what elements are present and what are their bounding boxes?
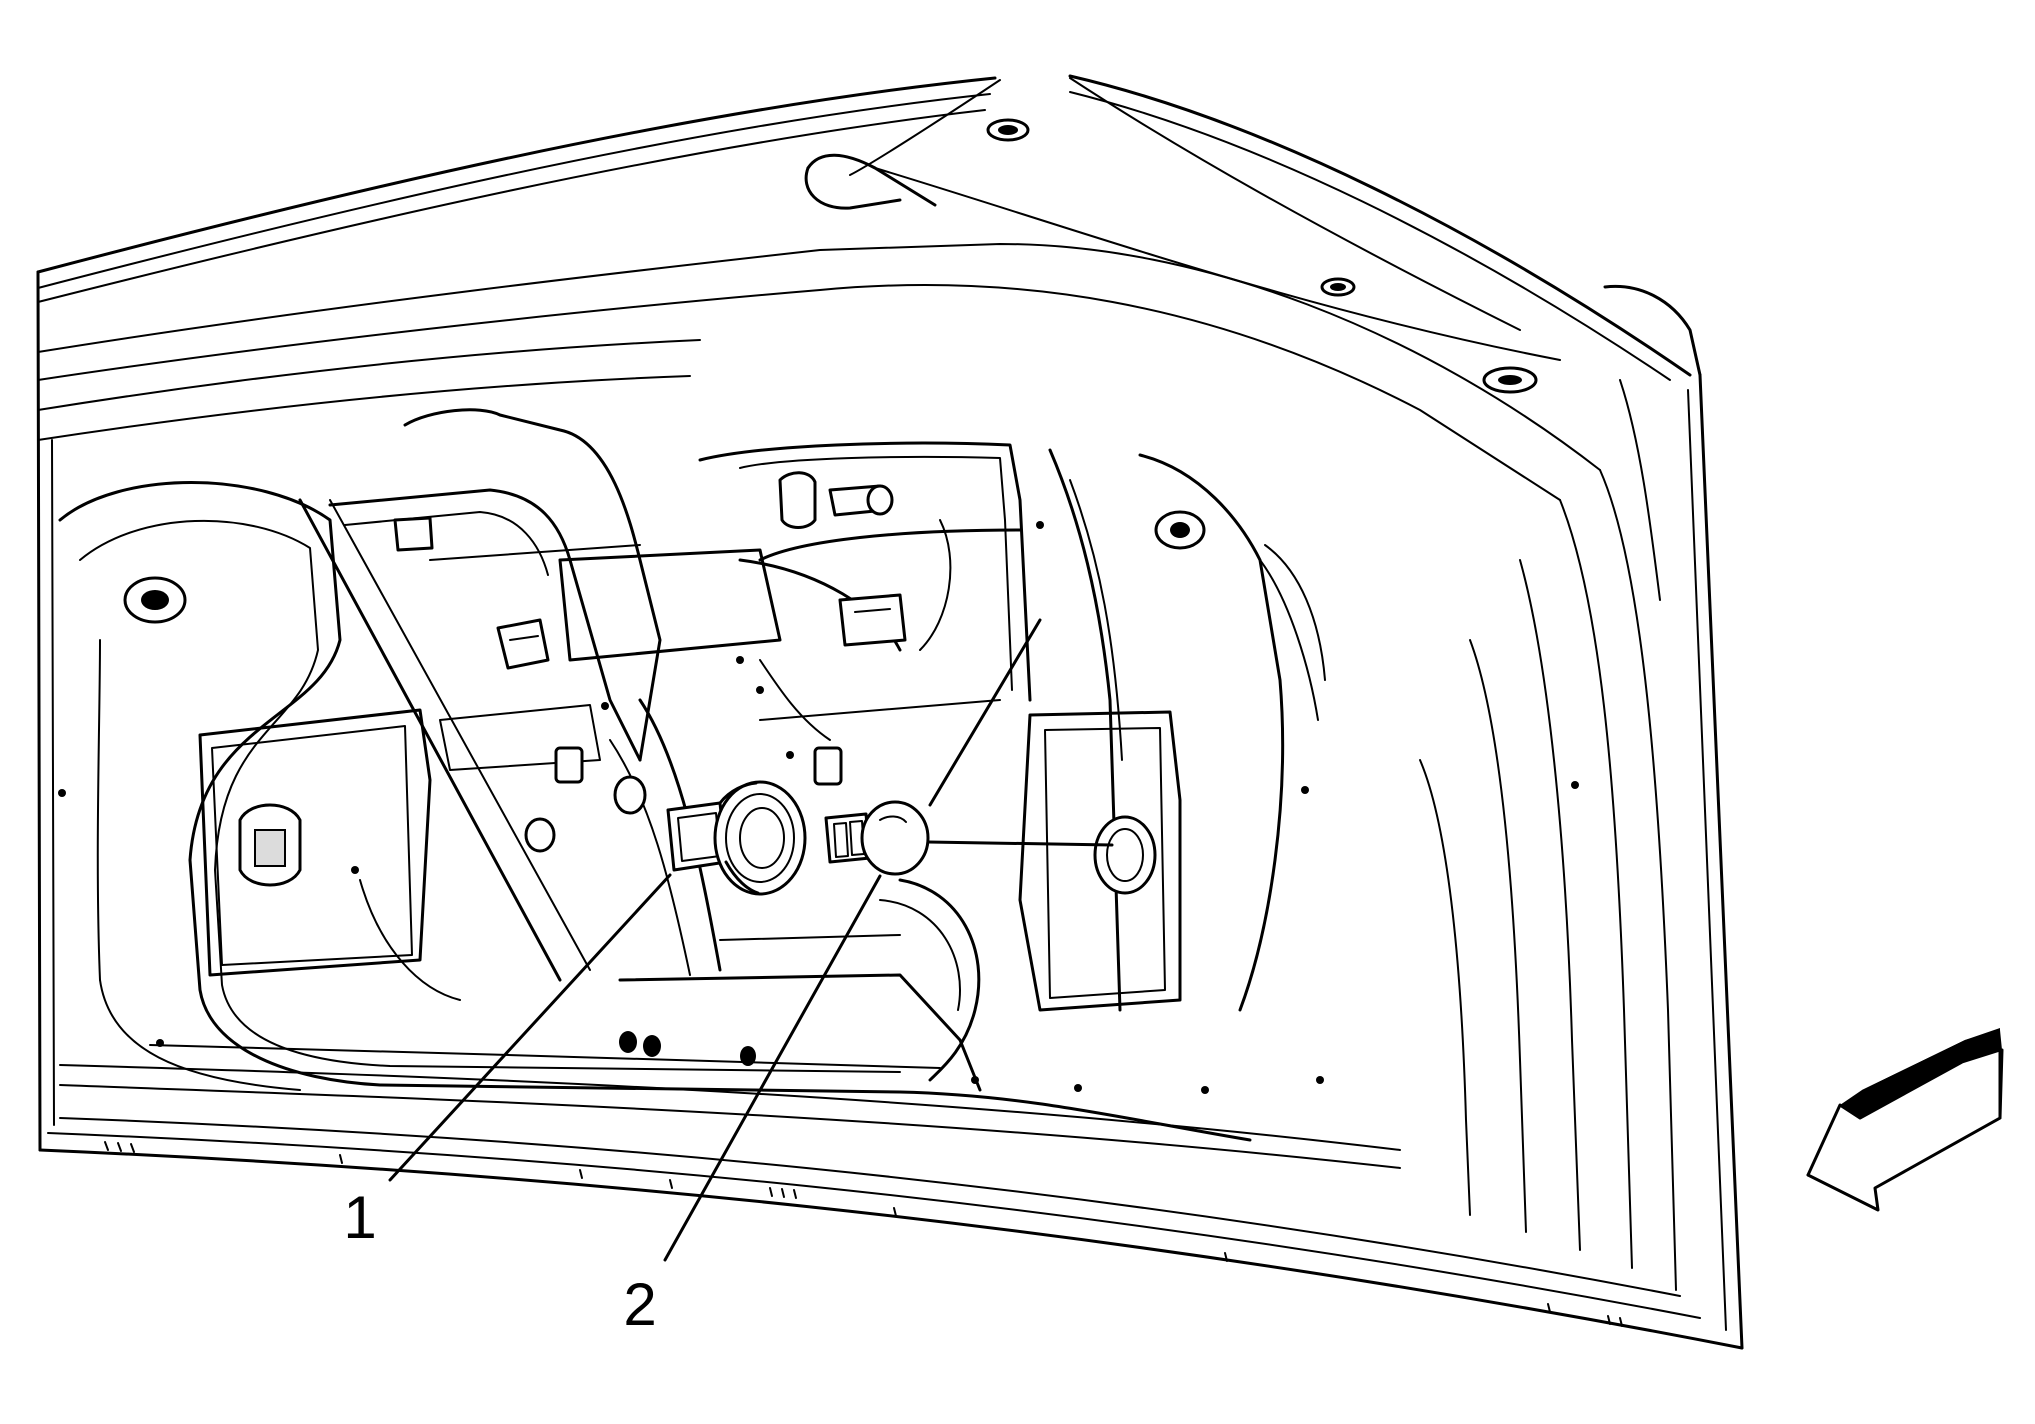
leader-line-1 <box>388 873 672 1182</box>
bulb-socket-alignment-line <box>926 840 1114 847</box>
leader-line-2 <box>663 874 882 1262</box>
inner-frame-panel <box>58 408 1401 1169</box>
bulb-socket <box>666 780 807 896</box>
callout-label-1: 1 <box>343 1184 376 1251</box>
view-direction-arrow-icon <box>1806 1028 2004 1212</box>
bulb <box>824 800 930 876</box>
leader-lines <box>388 618 1114 1262</box>
hardware-details <box>58 471 1623 1327</box>
trunk-lid-outline <box>36 74 1744 1350</box>
callout-label-2: 2 <box>623 1271 656 1338</box>
retainer-line <box>928 618 1042 807</box>
